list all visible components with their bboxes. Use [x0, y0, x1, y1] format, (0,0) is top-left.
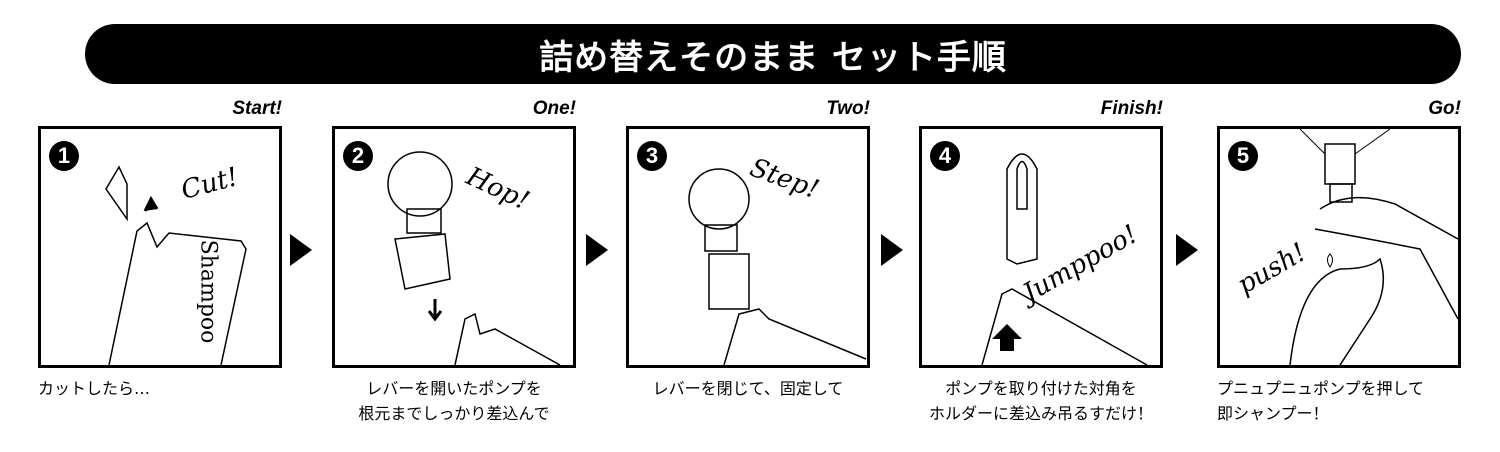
- next-arrow-icon: [1176, 234, 1198, 266]
- step-5: Go! 5 push! プニュプニュポンプを押して即シャンプー！: [1217, 98, 1461, 426]
- step-illustration: 3 Step!: [626, 126, 870, 368]
- caption-line: プニュプニュポンプを押して: [1217, 379, 1425, 398]
- step-tag: Start!: [232, 98, 282, 119]
- caption-line: カットしたら…: [38, 379, 151, 398]
- caption-line: 即シャンプー！: [1217, 404, 1329, 423]
- step-number: 3: [637, 141, 667, 171]
- step-illustration: 1 Cut! Shampoo: [38, 126, 282, 368]
- step-tag: Go!: [1428, 98, 1461, 119]
- caption-line: レバーを閉じて、固定して: [652, 379, 844, 398]
- next-arrow-icon: [290, 234, 312, 266]
- step-3: Two! 3 Step! レバーを閉じて、固定して: [626, 98, 870, 401]
- title-banner: 詰め替えそのまま セット手順: [85, 24, 1461, 84]
- caption-line: 根元までしっかり差込んで: [358, 404, 550, 423]
- step-caption: カットしたら…: [38, 376, 282, 401]
- pump-open-drawing: [387, 151, 561, 365]
- step-2: One! 2 Hop! レバーを開いたポンプを根元までしっかり差込んで: [332, 98, 576, 426]
- step-number: 4: [930, 141, 960, 171]
- step-4: Finish! 4 Jumppoo! ポンプを取り付けた対角をホルダーに差込み吊…: [919, 98, 1163, 426]
- holder-hook-drawing: [981, 153, 1148, 365]
- step-tag: Two!: [826, 98, 870, 119]
- caption-line: ホルダーに差込み吊るすだけ！: [928, 404, 1153, 423]
- step-tag: Finish!: [1100, 98, 1163, 119]
- step-tag: One!: [532, 98, 576, 119]
- caption-line: ポンプを取り付けた対角を: [945, 379, 1137, 398]
- step-number: 5: [1228, 141, 1258, 171]
- step-caption: レバーを閉じて、固定して: [626, 376, 870, 401]
- caption-line: レバーを開いたポンプを: [366, 379, 542, 398]
- step-caption: ポンプを取り付けた対角をホルダーに差込み吊るすだけ！: [919, 376, 1163, 426]
- next-arrow-icon: [881, 234, 903, 266]
- step-number: 2: [343, 141, 373, 171]
- step-illustration: 5 push!: [1217, 126, 1461, 368]
- step-caption: レバーを開いたポンプを根元までしっかり差込んで: [332, 376, 576, 426]
- next-arrow-icon: [586, 234, 608, 266]
- step-number: 1: [49, 141, 79, 171]
- step-illustration: 4 Jumppoo!: [919, 126, 1163, 368]
- shampoo-label: Shampoo: [195, 239, 221, 344]
- step-1: Start! 1 Cut! Shampoo カットしたら…: [38, 98, 282, 401]
- cut-pouch-drawing: [105, 165, 247, 365]
- step-illustration: 2 Hop!: [332, 126, 576, 368]
- step-caption: プニュプニュポンプを押して即シャンプー！: [1217, 376, 1461, 426]
- pump-closed-drawing: [688, 168, 867, 365]
- hands-push-drawing: [1289, 129, 1458, 365]
